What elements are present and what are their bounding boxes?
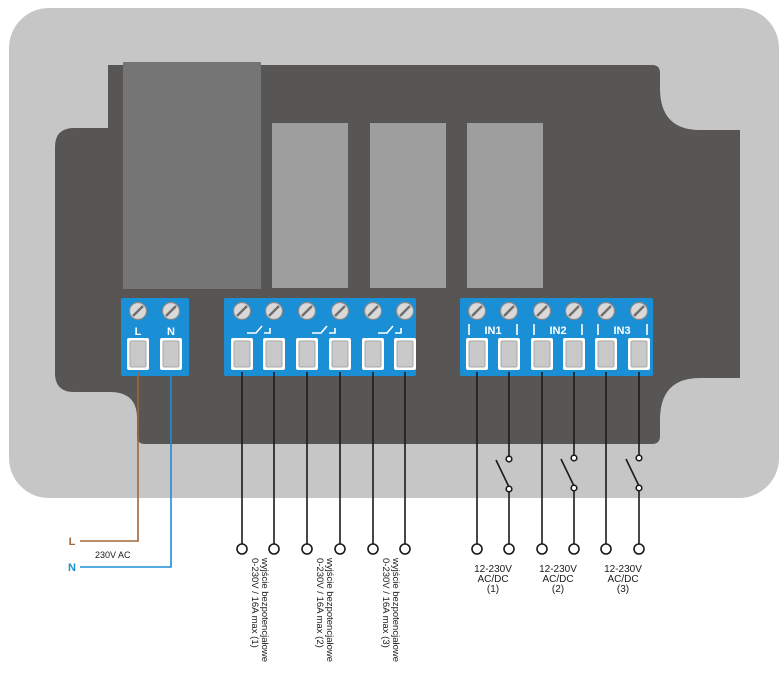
terminal-block-inputs (460, 298, 653, 376)
relay-contact-symbols (247, 325, 402, 334)
output-label-2-line2: 0-230V / 16A max (2) (314, 558, 325, 648)
input-label-3-line1: 12-230V (604, 564, 642, 575)
output-label-1: wyjście bezpotencjałowe 0-230V / 16A max… (249, 557, 270, 662)
relay-2 (370, 123, 446, 288)
output-label-3-line1: wyjście bezpotencjałowe (390, 557, 401, 662)
output-label-1-line1: wyjście bezpotencjałowe (259, 557, 270, 662)
input-label-2-line2: AC/DC (542, 574, 573, 585)
input-label-3-line3: (3) (617, 584, 629, 595)
input-label-1-line1: 12-230V (474, 564, 512, 575)
input-label-2-line1: 12-230V (539, 564, 577, 575)
terminal-label-in3: IN3 (613, 325, 630, 337)
input-label-2-line3: (2) (552, 584, 564, 595)
terminal-label-N: N (167, 326, 175, 338)
input-label-1-line2: AC/DC (477, 574, 508, 585)
output-wires (236, 372, 411, 555)
input-label-1-line3: (1) (487, 584, 499, 595)
relay-3 (467, 123, 543, 288)
input-label-3-line2: AC/DC (607, 574, 638, 585)
output-label-3-line2: 0-230V / 16A max (3) (380, 558, 391, 648)
input-label-3: 12-230V AC/DC (3) (604, 564, 642, 595)
input-wires (471, 372, 645, 555)
input-label-2: 12-230V AC/DC (2) (539, 564, 577, 595)
output-label-2: wyjście bezpotencjałowe 0-230V / 16A max… (314, 557, 335, 662)
wire-label-N: N (68, 562, 76, 574)
input-label-1: 12-230V AC/DC (1) (474, 564, 512, 595)
wire-label-L: L (69, 536, 76, 548)
output-label-1-line2: 0-230V / 16A max (1) (249, 558, 260, 648)
terminal-label-in1: IN1 (484, 325, 501, 337)
wire-L (80, 372, 139, 542)
power-module (123, 62, 261, 289)
wire-N (80, 372, 172, 568)
voltage-label: 230V AC (95, 550, 131, 560)
output-label-2-line1: wyjście bezpotencjałowe (324, 557, 335, 662)
relay-1 (272, 123, 348, 288)
input-bars (468, 324, 648, 335)
output-label-3: wyjście bezpotencjałowe 0-230V / 16A max… (380, 557, 401, 662)
terminal-label-L: L (135, 326, 142, 338)
terminal-label-in2: IN2 (549, 325, 566, 337)
